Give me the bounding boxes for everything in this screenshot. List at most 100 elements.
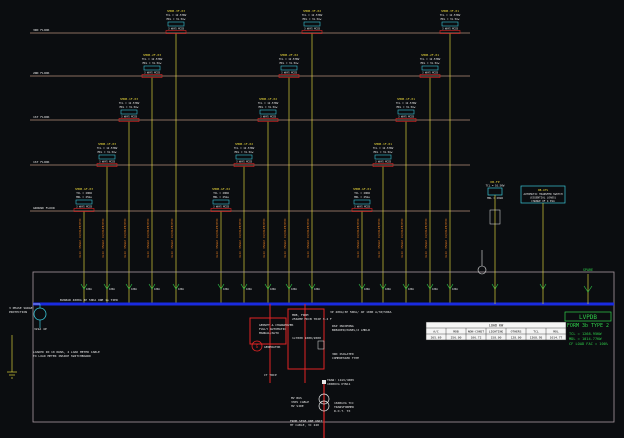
db-tag-name: SMDB-2F-02: [280, 53, 298, 57]
lvpdb-form: FORM 3b TYPE 2: [567, 323, 609, 329]
db-panel-label: 3 WAYS MCCB: [422, 72, 438, 75]
bottom-note-2: HT CABLE, 3C 240: [290, 423, 319, 427]
load-table-cell: 1014.77: [550, 335, 563, 339]
breaker-rating: 100A: [223, 288, 229, 291]
db-tag-mdl: MDL = 25kw: [76, 195, 92, 199]
db-red-box: [395, 118, 417, 122]
db-red-box: [278, 74, 300, 78]
db-tag-mdl: MDL = 31.5kw: [98, 150, 117, 154]
feeder-cable-label: 4x1C 35mm2 CU/XLPE/PVC: [78, 218, 82, 258]
db-tag-name: SMDB-1F-02: [259, 97, 277, 101]
breaker-rating: 100A: [291, 288, 297, 291]
db-tag-name: SMDB-GF-02: [212, 187, 230, 191]
db-panel-label: 3 WAYS MCCB: [442, 28, 458, 31]
db-red-box: [351, 208, 373, 212]
db-red-box: [439, 30, 461, 34]
breaker-symbol-icon: [172, 283, 180, 290]
meter-icon: [317, 340, 325, 350]
rsp-note-1: RSP INCOMING: [332, 324, 354, 328]
breaker-symbol-icon: [264, 283, 272, 290]
db-panel-box: [259, 109, 277, 115]
mdb-note-2: 250AMP MCCB TRIP 3.4 F: [292, 317, 332, 321]
breaker-symbol-icon: [125, 283, 133, 290]
db-red-box: [165, 30, 187, 34]
ats-db: DB-ATS AUTOMATIC TRANSFER SWITCH (ESSENT…: [520, 185, 566, 304]
db-tag-name: SMDB-2F-01: [421, 53, 439, 57]
ct-label: CT TRIP: [264, 373, 277, 377]
load-table-header: A/C: [433, 329, 439, 333]
breaker-rating: 100A: [246, 288, 252, 291]
db-tag-mdl: MDL = 31.5kw: [374, 150, 393, 154]
genset-red-enclosure: [249, 317, 287, 345]
db-tag-tcl: TCL = 12.57KW: [142, 57, 163, 61]
load-table-cell: 106.72: [471, 335, 482, 339]
feeder-cable-label: 4x1C 35mm2 CU/XLPE/PVC: [377, 218, 381, 258]
load-table-header: TCL: [533, 329, 539, 333]
breaker-rating: 100A: [178, 288, 184, 291]
breaker-symbol-icon: [402, 283, 410, 290]
earth-icon: [7, 335, 17, 379]
surge-note-2: PROTECTION: [9, 310, 27, 314]
left-cable-note-2: TO LOAD METER INSIDE SWITCHBOARD: [33, 354, 91, 358]
breaker-symbol-icon: [80, 283, 88, 290]
breaker-rating: 100A: [432, 288, 438, 291]
db-tag-tcl: TCL = 12.57KW: [420, 57, 441, 61]
floor-label: 3RD FLOOR: [33, 28, 49, 32]
db-tag-mdl: MDL = 31.5kw: [120, 105, 139, 109]
db-panel-label: 3 WAYS MCCB: [168, 28, 184, 31]
tx-label-1: TRAN: 11kV/400V: [327, 378, 354, 382]
feeder-cable-label: 4x1C 35mm2 CU/XLPE/PVC: [123, 218, 127, 258]
db-tag-tcl: TCL = 20KW: [213, 191, 229, 195]
db-tag-name: SMDB-1F-01: [397, 97, 415, 101]
db-red-box: [96, 163, 118, 167]
ats-l1: DB-ATS: [538, 188, 548, 192]
breaker-rating: 100A: [385, 288, 391, 291]
db-tag-name: SMDB-GF-01: [353, 187, 371, 191]
lvpdb-title: LVPDB: [579, 314, 597, 321]
db-red-box: [210, 208, 232, 212]
db-red-box: [73, 208, 95, 212]
tx-right-2: TRANSFORMER: [334, 405, 354, 409]
load-table-header: NON-CONST: [468, 329, 484, 333]
db-panel-box: [75, 199, 93, 205]
transformer-coil-upper: [318, 393, 330, 405]
db-tag-name: SMDB-1F-03: [98, 142, 116, 146]
db-panel-label: 3 WAYS MCCB: [375, 161, 391, 164]
feeder-cable-label: 4x1C 35mm2 CU/XLPE/PVC: [238, 218, 242, 258]
db-red-box: [233, 163, 255, 167]
feeder-cable-label: 4x1C 35mm2 CU/XLPE/PVC: [146, 218, 150, 258]
db-tag-mdl: MDL = 31.5kw: [259, 105, 278, 109]
db-tag-name: SMDB-3F-02: [303, 9, 321, 13]
breaker-symbol-icon: [148, 283, 156, 290]
db-panel-box: [421, 65, 439, 71]
breaker-rating: 100A: [314, 288, 320, 291]
load-table-header: LIGHTING: [489, 329, 504, 333]
gen-note-2: FULLY AUTOMATIC: [259, 327, 286, 331]
db-tag-mdl: MDL = 31.5kw: [397, 105, 416, 109]
db-panel-label: 3 WAYS MCCB: [398, 116, 414, 119]
db-tag-tcl: TCL = 12.57KW: [97, 146, 118, 150]
db-red-box: [372, 163, 394, 167]
load-table-cell: 158.00: [491, 335, 502, 339]
db-panel-label: 3 WAYS MCCB: [304, 28, 320, 31]
floor-label: GROUND FLOOR: [33, 206, 55, 210]
lvpdb-mdl: MDL = 1014.77KW: [569, 337, 602, 341]
db-panel-label: 3 WAYS MCCB: [144, 72, 160, 75]
db-panel-label: 3 WAYS MCCB: [76, 206, 92, 209]
rsp-note-2: BREAKER/PANEL/2 LMDLR: [332, 328, 370, 332]
busbar-label: BUSBAR 4000A 3P 50KA ONE 1s TIER: [60, 298, 118, 302]
load-table-cell: 265.69: [431, 335, 442, 339]
db-tag-mdl: MDL = 25kw: [354, 195, 370, 199]
db-panel-label: 3 WAYS MCCB: [99, 161, 115, 164]
db-tag-tcl: TCL = 12.57KW: [396, 101, 417, 105]
db-tag-name: SMDB-3F-03: [167, 9, 185, 13]
breaker-rating: 100A: [86, 288, 92, 291]
db-tag-tcl: TCL = 12.57KW: [373, 146, 394, 150]
